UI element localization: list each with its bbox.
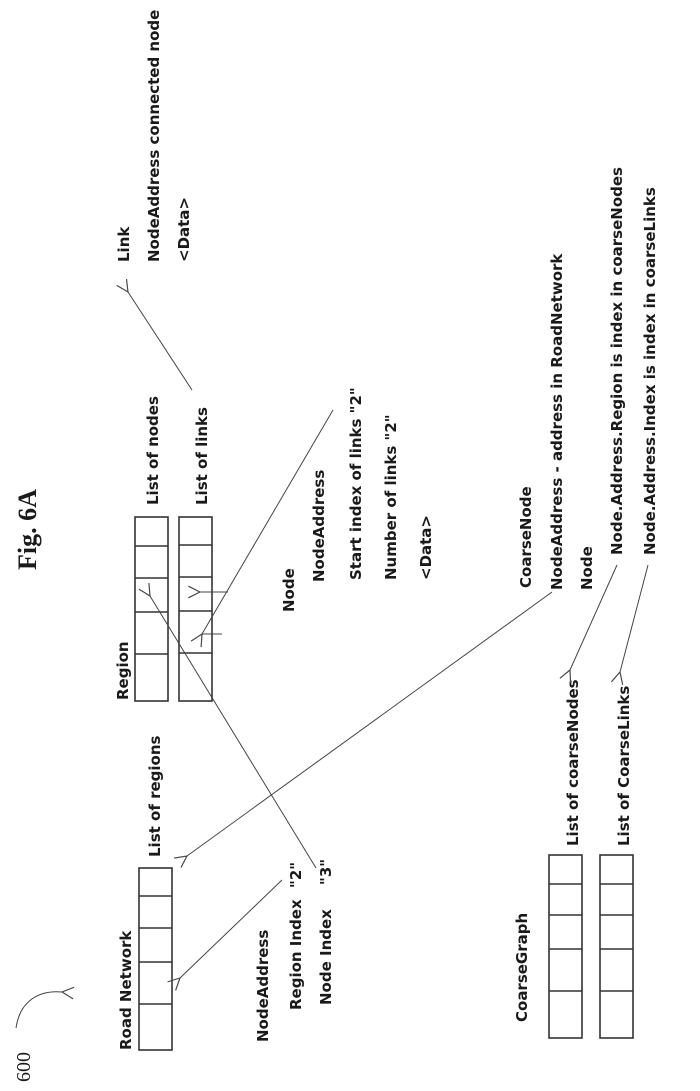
coarse-links-list	[599, 854, 634, 1039]
list-of-coarse-links-label: List of CoarseLinks	[615, 686, 633, 846]
link-field: <Data>	[175, 197, 193, 262]
reference-number: 600	[13, 1052, 35, 1082]
arrow-coarse-address-to-regions	[187, 591, 553, 856]
node-address-title: NodeAddress	[254, 930, 272, 1042]
arrow-region-to-coarse-nodes	[570, 564, 618, 670]
region-links-list	[178, 516, 213, 702]
arrow-region-index-to-regions	[180, 879, 283, 978]
link-title: Link	[115, 226, 133, 262]
list-of-regions-label: List of regions	[146, 735, 164, 857]
node-field: <Data>	[417, 515, 435, 580]
road-network-list	[138, 867, 173, 1051]
node-field: Number of links "2"	[382, 414, 400, 580]
node-field: NodeAddress	[310, 470, 328, 582]
reference-arrow	[15, 992, 62, 1029]
list-of-nodes-label: List of nodes	[144, 396, 162, 505]
region-index-value: "2"	[287, 862, 305, 888]
coarse-nodes-list	[548, 854, 583, 1039]
link-field: NodeAddress connected node	[145, 10, 163, 262]
arrow-index-to-coarse-links	[620, 564, 649, 672]
region-title: Region	[114, 641, 132, 700]
coarse-node-field: Node.Address.Region is index in coarseNo…	[608, 167, 626, 555]
coarse-node-field: NodeAddress - address in RoadNetwork	[548, 253, 566, 590]
coarse-node-title: CoarseNode	[517, 486, 535, 588]
coarse-node-field: Node	[578, 546, 596, 590]
list-of-links-label: List of links	[193, 407, 211, 505]
node-title: Node	[280, 568, 298, 612]
arrow-node-index-to-nodes	[150, 596, 317, 869]
figure-title: Fig. 6A	[13, 489, 42, 570]
arrow-start-index-to-links	[202, 409, 334, 634]
node-index-value: "3"	[317, 859, 335, 885]
list-of-coarse-nodes-label: List of coarseNodes	[564, 679, 582, 846]
node-field: Start index of links "2"	[347, 387, 365, 580]
road-network-title: Road Network	[117, 930, 135, 1050]
coarse-graph-title: CoarseGraph	[513, 913, 531, 1022]
coarse-node-field: Node.Address.Index is index in coarseLin…	[641, 187, 659, 555]
region-index-label: Region Index	[287, 899, 305, 1010]
region-nodes-list	[134, 516, 169, 702]
arrow-links-to-link	[128, 292, 193, 391]
node-index-label: Node Index	[317, 909, 335, 1005]
